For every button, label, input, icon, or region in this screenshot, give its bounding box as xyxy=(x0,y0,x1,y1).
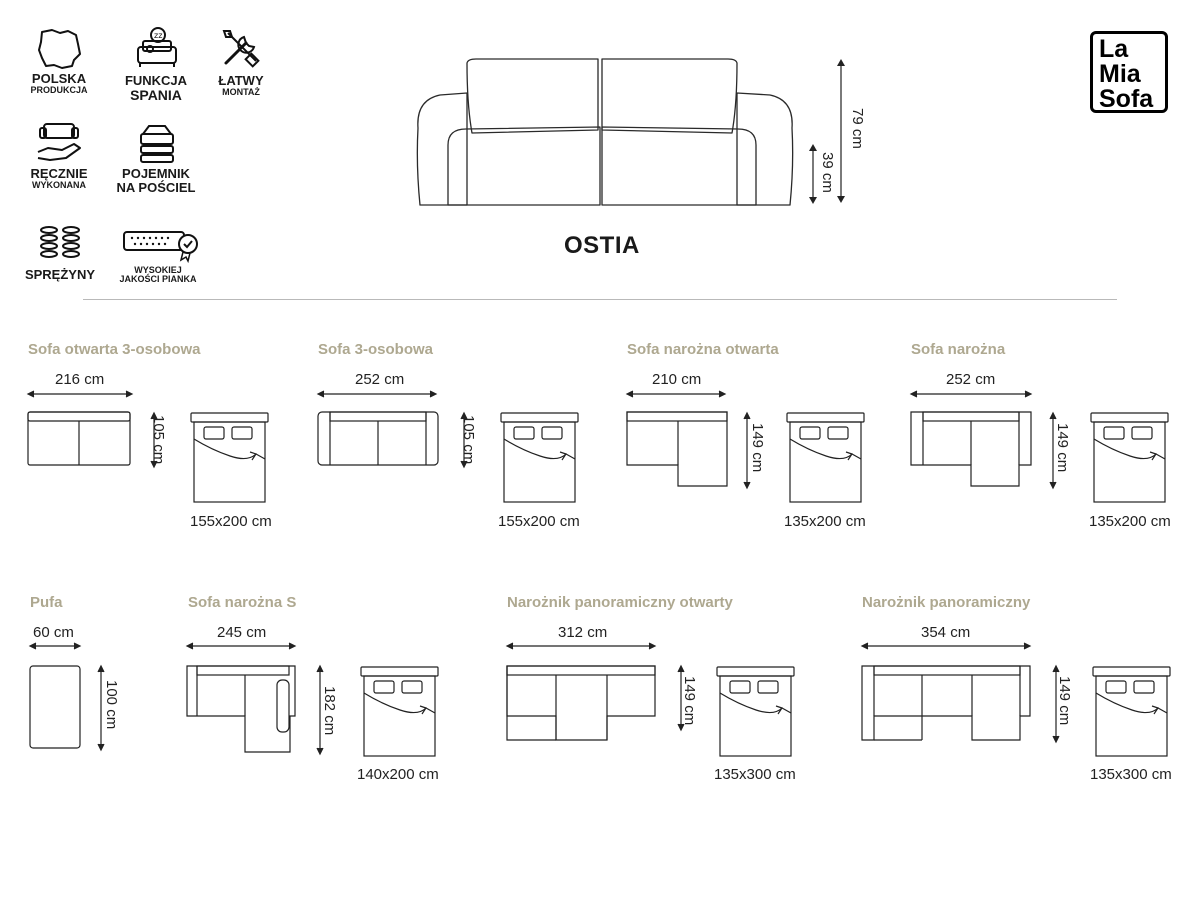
feature-pianka: WYSOKIEJ JAKOŚCI PIANKA xyxy=(119,265,197,285)
bed-icon xyxy=(1092,666,1171,757)
bed-icon xyxy=(1090,412,1169,503)
tools-icon xyxy=(222,30,260,68)
sleeping-sofa-icon: zz xyxy=(137,27,177,67)
main-sofa-drawing xyxy=(416,58,794,206)
feature-montaz: ŁATWY MONTAŻ xyxy=(218,73,264,97)
depth-label: 149 cm xyxy=(1056,676,1073,726)
bed-icon xyxy=(716,666,795,757)
height-total-arrow xyxy=(837,59,845,203)
width-label: 245 cm xyxy=(217,624,267,641)
variant-label: Sofa narożna xyxy=(911,341,1006,358)
feature-sprezyny: SPRĘŻYNY xyxy=(24,267,96,282)
variant-diagram xyxy=(860,642,1060,744)
bed-icon xyxy=(190,412,269,503)
variant-label: Narożnik panoramiczny otwarty xyxy=(507,594,733,611)
bed-icon xyxy=(360,666,439,757)
variant-label: Pufa xyxy=(30,594,63,611)
width-label: 210 cm xyxy=(652,371,702,388)
feature-polska: POLSKA PRODUKCJA xyxy=(30,71,88,95)
bed-size-label: 155x200 cm xyxy=(190,513,272,530)
width-label: 354 cm xyxy=(921,624,971,641)
width-label: 252 cm xyxy=(946,371,996,388)
feature-spanie: FUNKCJA SPANIA xyxy=(124,73,188,103)
width-label: 60 cm xyxy=(33,624,74,641)
width-label: 252 cm xyxy=(355,371,405,388)
bed-icon xyxy=(500,412,579,503)
height-seat-label: 39 cm xyxy=(819,152,836,193)
variant-diagram xyxy=(28,642,105,752)
foam-badge-icon xyxy=(123,231,198,264)
height-total-label: 79 cm xyxy=(849,108,866,149)
springs-icon xyxy=(40,226,80,258)
depth-label: 149 cm xyxy=(749,423,766,473)
product-title: OSTIA xyxy=(564,232,640,259)
variant-label: Sofa narożna S xyxy=(188,594,297,611)
bed-size-label: 135x200 cm xyxy=(784,513,866,530)
variant-label: Sofa otwarta 3-osobowa xyxy=(28,341,201,358)
variant-diagram xyxy=(909,390,1057,490)
feature-pojemnik: POJEMNIK NA POŚCIEL xyxy=(116,166,196,195)
variant-label: Sofa narożna otwarta xyxy=(627,341,779,358)
poland-map-icon xyxy=(38,29,81,69)
variant-diagram xyxy=(26,390,158,469)
hand-sofa-icon xyxy=(37,123,81,161)
bedding-container-icon xyxy=(140,125,174,163)
width-label: 216 cm xyxy=(55,371,105,388)
bed-size-label: 135x300 cm xyxy=(1090,766,1172,783)
depth-label: 149 cm xyxy=(1054,423,1071,473)
la-mia-sofa-logo: La Mia Sofa xyxy=(1090,31,1168,113)
depth-label: 105 cm xyxy=(150,415,167,465)
variant-label: Sofa 3-osobowa xyxy=(318,341,434,358)
variant-diagram xyxy=(625,390,751,490)
bed-size-label: 135x200 cm xyxy=(1089,513,1171,530)
bed-icon xyxy=(786,412,865,503)
depth-label: 100 cm xyxy=(103,680,120,730)
depth-label: 182 cm xyxy=(321,686,338,736)
feature-recznie: RĘCZNIE WYKONANA xyxy=(30,166,88,190)
svg-text:zz: zz xyxy=(154,31,162,40)
depth-label: 149 cm xyxy=(681,676,698,726)
width-label: 312 cm xyxy=(558,624,608,641)
bed-size-label: 135x300 cm xyxy=(714,766,796,783)
depth-label: 105 cm xyxy=(460,415,477,465)
variant-diagram xyxy=(505,642,685,741)
bed-size-label: 155x200 cm xyxy=(498,513,580,530)
variant-diagram xyxy=(185,642,324,756)
bed-size-label: 140x200 cm xyxy=(357,766,439,783)
variant-label: Narożnik panoramiczny xyxy=(862,594,1031,611)
divider xyxy=(83,299,1117,300)
height-seat-arrow xyxy=(809,144,817,204)
variant-diagram xyxy=(316,390,468,469)
